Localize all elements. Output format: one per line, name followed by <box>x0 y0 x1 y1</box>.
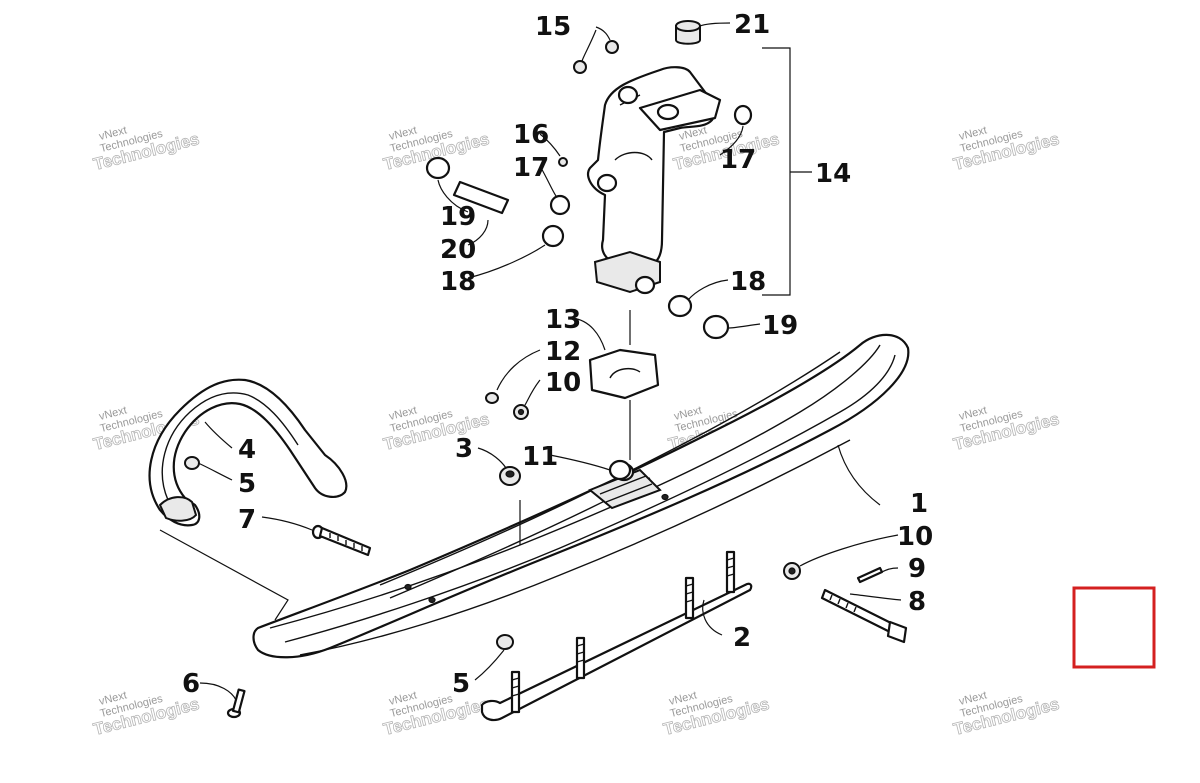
callout-12[interactable]: 12 <box>545 337 581 367</box>
watermark-bottom-mid: vNext Technologies Technologies <box>661 689 771 739</box>
spindle-assembly-part[interactable] <box>587 66 722 295</box>
lock-nut-part[interactable] <box>499 466 521 486</box>
washer-part-lower[interactable] <box>783 562 801 580</box>
spacer-part-upper[interactable] <box>184 456 200 470</box>
tube-spacer-part[interactable] <box>452 180 510 215</box>
handle-bolt-part[interactable] <box>311 524 372 557</box>
spindle-bolt-part[interactable] <box>820 588 908 644</box>
watermarks: vNext Technologies Technologies vNext Te… <box>91 124 1061 739</box>
watermark-mid-right: vNext Technologies Technologies <box>951 404 1061 454</box>
callout-11[interactable]: 11 <box>522 442 558 472</box>
callout-7[interactable]: 7 <box>238 505 256 535</box>
spring-part[interactable] <box>608 459 632 481</box>
watermark-top-center: vNext Technologies Technologies <box>381 124 491 174</box>
leader-lines <box>159 22 902 701</box>
watermark-mid-center: vNext Technologies Technologies <box>381 404 491 454</box>
grease-fitting-part[interactable] <box>558 157 568 167</box>
callout-18-left[interactable]: 18 <box>440 267 476 297</box>
wear-bar-part[interactable] <box>480 550 753 722</box>
washer-part-19-right[interactable] <box>702 314 730 340</box>
bushing-part-18-right[interactable] <box>667 294 693 318</box>
callout-14[interactable]: 14 <box>815 159 851 189</box>
highlight-box <box>1072 586 1156 669</box>
bushing-part-15[interactable] <box>573 40 619 74</box>
callout-6[interactable]: 6 <box>182 669 200 699</box>
callout-3[interactable]: 3 <box>455 434 473 464</box>
callout-1[interactable]: 1 <box>910 489 928 519</box>
cotter-pin-part[interactable] <box>856 566 884 584</box>
watermark-top-left: vNext Technologies Technologies <box>91 124 201 174</box>
bushing-part-17-right[interactable] <box>733 104 753 126</box>
callout-13[interactable]: 13 <box>545 305 581 335</box>
callout-9[interactable]: 9 <box>908 554 926 584</box>
washer-part-upper[interactable] <box>513 404 529 420</box>
callout-5-lower[interactable]: 5 <box>452 669 470 699</box>
spacer-part-lower[interactable] <box>496 634 514 650</box>
callout-10-upper[interactable]: 10 <box>545 368 581 398</box>
callout-8[interactable]: 8 <box>908 587 926 617</box>
watermark-top-right: vNext Technologies Technologies <box>951 124 1061 174</box>
bushing-part-18-left[interactable] <box>541 224 565 248</box>
callout-19-left[interactable]: 19 <box>440 202 476 232</box>
cap-part[interactable] <box>675 20 701 45</box>
callout-5-upper[interactable]: 5 <box>238 469 256 499</box>
callout-15[interactable]: 15 <box>535 12 571 42</box>
screw-part[interactable] <box>226 688 246 719</box>
callout-18-right[interactable]: 18 <box>730 267 766 297</box>
callout-10-lower[interactable]: 10 <box>897 522 933 552</box>
callout-21[interactable]: 21 <box>734 10 770 40</box>
watermark-bottom-center: vNext Technologies Technologies <box>381 689 491 739</box>
washer-part-19-left[interactable] <box>425 156 451 180</box>
callout-16[interactable]: 16 <box>513 120 549 150</box>
callout-4[interactable]: 4 <box>238 435 256 465</box>
callout-2[interactable]: 2 <box>733 623 751 653</box>
nut-part[interactable] <box>485 392 499 404</box>
ski-handle-part[interactable] <box>148 378 348 527</box>
callout-20[interactable]: 20 <box>440 235 476 265</box>
callout-17-left[interactable]: 17 <box>513 153 549 183</box>
bushing-part-17-left[interactable] <box>549 194 571 216</box>
watermark-bottom-right: vNext Technologies Technologies <box>951 689 1061 739</box>
damper-block-part[interactable] <box>588 348 660 400</box>
callout-labels: 1 2 3 4 5 5 6 7 8 9 10 10 11 12 13 14 15… <box>182 10 933 699</box>
callout-19-right[interactable]: 19 <box>762 311 798 341</box>
callout-17-right[interactable]: 17 <box>720 145 756 175</box>
